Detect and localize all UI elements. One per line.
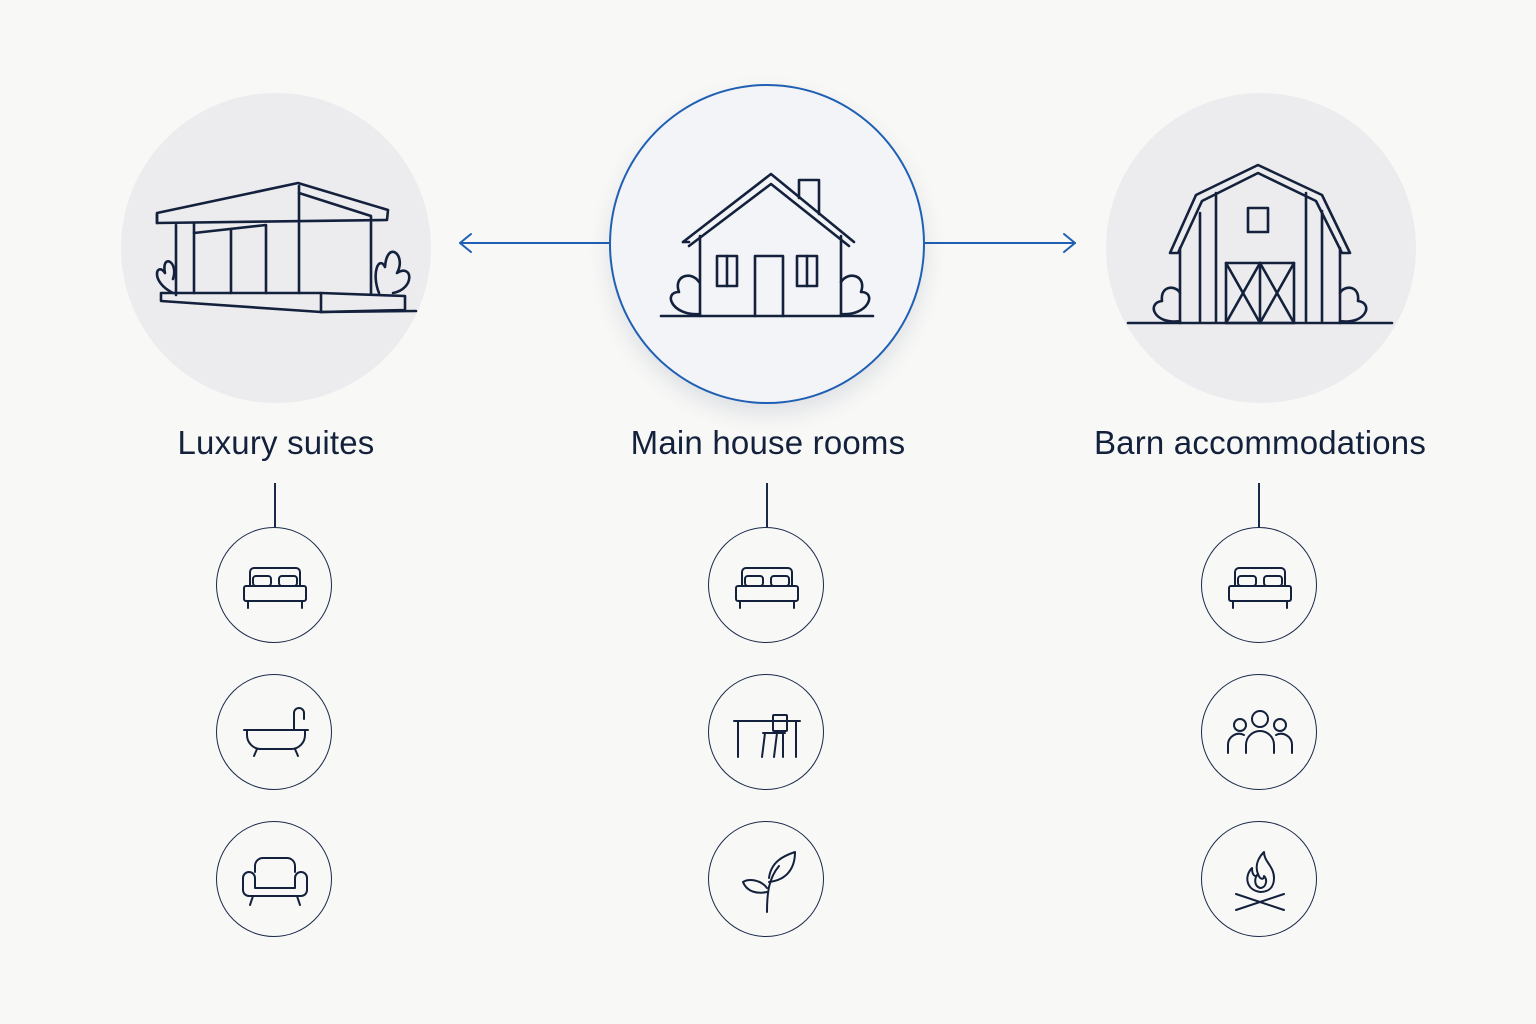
arrow-right-head xyxy=(1063,233,1076,253)
main-bed-circle xyxy=(708,527,824,643)
bed-icon xyxy=(1228,567,1292,609)
luxury-suites-label: Luxury suites xyxy=(177,424,375,461)
main-house-stem xyxy=(766,483,768,527)
barn-group-circle xyxy=(1201,674,1317,790)
modern-cabin-icon xyxy=(155,181,418,314)
group-icon xyxy=(1226,710,1294,754)
luxury-armchair-circle xyxy=(216,821,332,937)
leaf-icon xyxy=(742,851,796,913)
barn-stem xyxy=(1258,483,1260,527)
luxury-bath-circle xyxy=(216,674,332,790)
barn-bed-circle xyxy=(1201,527,1317,643)
bathtub-icon xyxy=(243,707,309,757)
barn-label: Barn accommodations xyxy=(1093,424,1427,461)
house-icon xyxy=(659,172,875,318)
luxury-suites-circle[interactable] xyxy=(121,93,431,403)
campfire-icon xyxy=(1235,851,1285,911)
barn-campfire-circle xyxy=(1201,821,1317,937)
bed-icon xyxy=(735,567,799,609)
luxury-suites-stem xyxy=(274,483,276,527)
main-house-label: Main house rooms xyxy=(630,424,906,461)
main-leaf-circle xyxy=(708,821,824,937)
main-desk-circle xyxy=(708,674,824,790)
barn-icon xyxy=(1126,163,1394,325)
barn-circle[interactable] xyxy=(1106,93,1416,403)
armchair-icon xyxy=(242,857,308,906)
desk-chair-icon xyxy=(733,714,801,758)
luxury-bed-circle xyxy=(216,527,332,643)
main-house-circle[interactable] xyxy=(609,84,925,404)
arrow-left-head xyxy=(459,233,472,253)
bed-icon xyxy=(243,567,307,609)
